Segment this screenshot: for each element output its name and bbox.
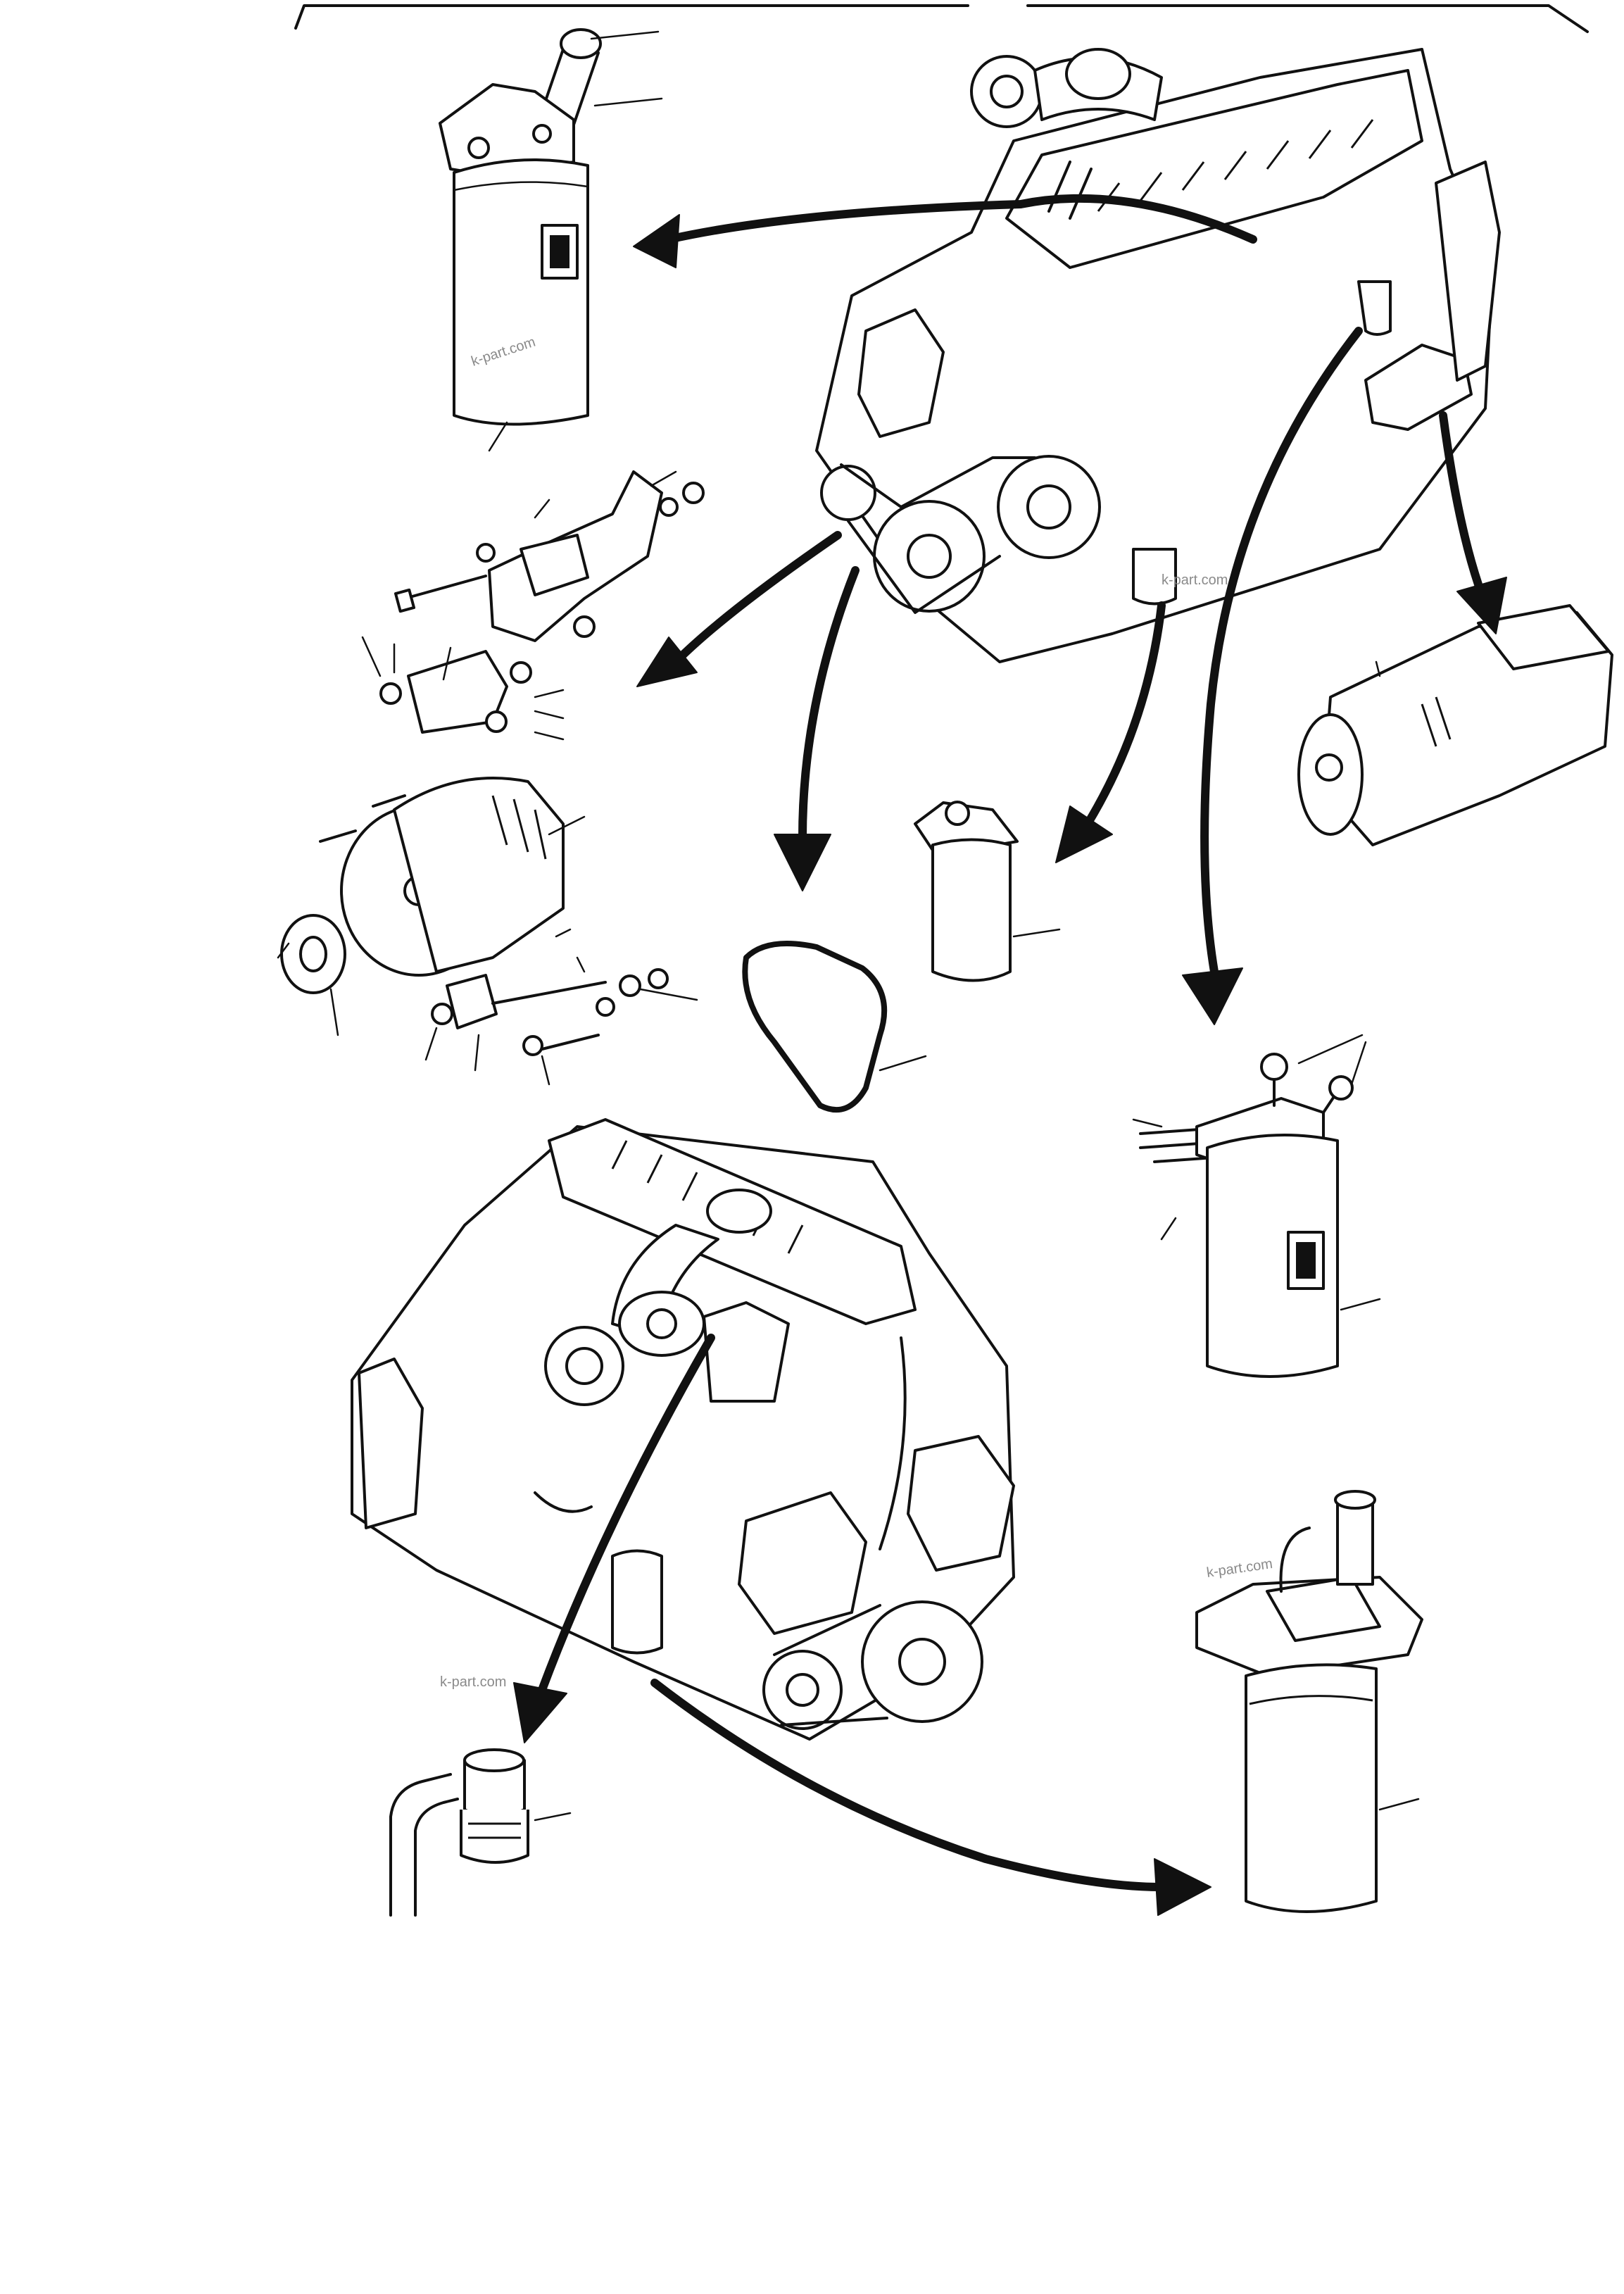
arrow-to-alternator [672, 531, 842, 666]
callout-leader [593, 97, 663, 107]
callout-leader [590, 30, 660, 40]
oil-filter-assembly: k-part.com [439, 28, 663, 452]
watermark: k-part.com [1206, 1556, 1274, 1581]
arrow-to-primary-filter [650, 1679, 1166, 1891]
alternator-bracket-assembly [277, 470, 705, 1086]
arrow-to-fuel-filter [1083, 601, 1166, 828]
callout-leader [488, 421, 508, 452]
primary-filter-assembly: k-part.com [1195, 1490, 1423, 1913]
arrow-to-breather-cap [538, 1334, 715, 1694]
arrow-to-v-belt [798, 566, 860, 842]
v-belt [742, 941, 927, 1113]
coolant-filter-with-valves [1132, 1034, 1381, 1378]
arrow-to-oil-filter [665, 194, 1257, 244]
assembly-arrows [513, 194, 1507, 1916]
arrow-to-coolant-filter [1200, 327, 1363, 976]
starter-motor [1297, 604, 1613, 846]
engine-bottom-view: k-part.com [351, 1118, 1015, 1741]
engine-top-view: k-part.com [815, 48, 1501, 663]
fuel-filter [914, 801, 1061, 982]
watermark: k-part.com [440, 1674, 506, 1690]
arrow-to-starter [1439, 411, 1483, 589]
breather-cap [389, 1748, 572, 1917]
watermark: k-part.com [1162, 572, 1228, 588]
top-frame-line [294, 4, 1589, 33]
